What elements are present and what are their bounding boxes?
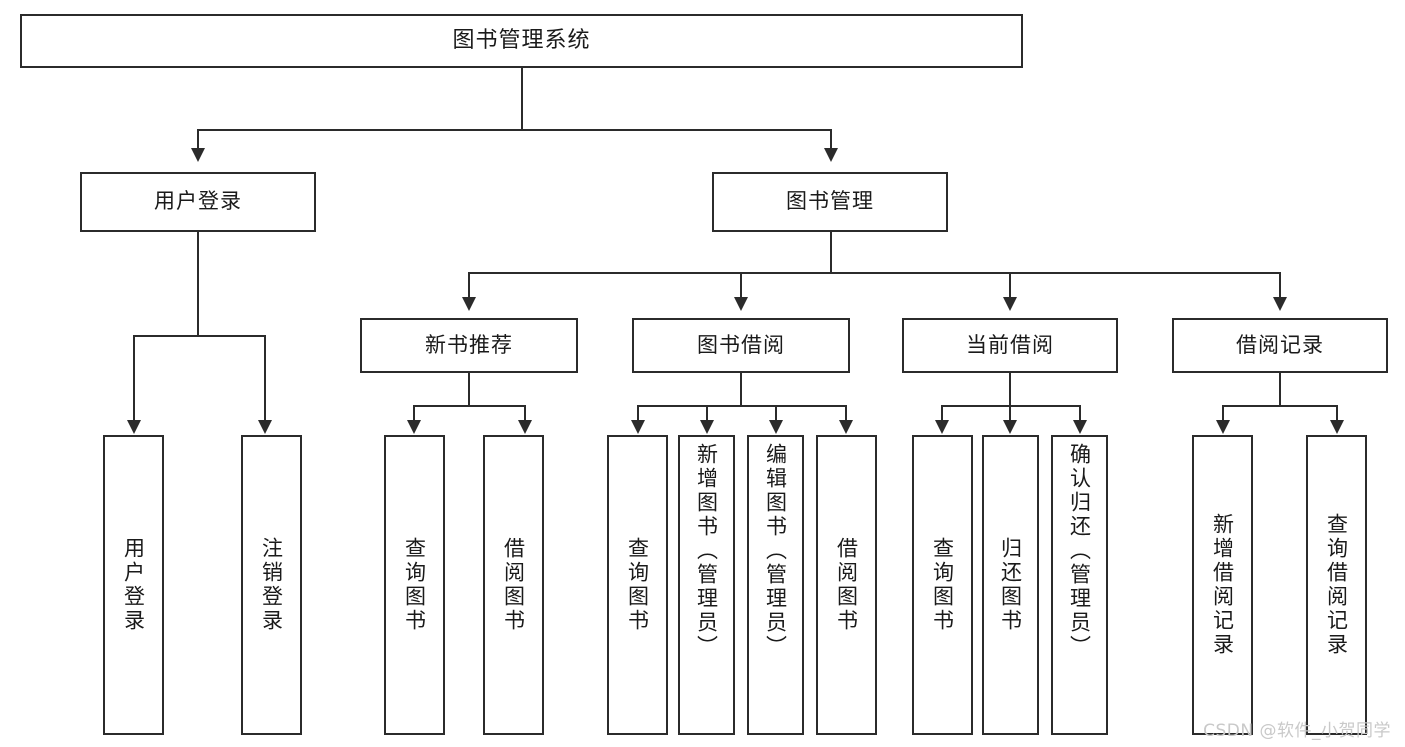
- node-label: 新书推荐: [425, 332, 513, 357]
- connector-bookmgmt-to-borrow: [740, 272, 742, 298]
- node-label: 归还图书: [998, 537, 1023, 633]
- connector-current-bar: [941, 405, 1081, 407]
- arrow-bookmgmt-to-record: [1273, 297, 1287, 311]
- connector-newbook-to-leaf2: [524, 405, 526, 421]
- arrow-bookmgmt-to-borrow: [734, 297, 748, 311]
- connector-current-to-leaf3: [1079, 405, 1081, 421]
- node-label: 编辑图书（管理员）: [763, 443, 788, 659]
- leaf-user-login[interactable]: 用户登录: [103, 435, 164, 735]
- connector-borrow-to-leaf4: [845, 405, 847, 421]
- connector-root-stem: [521, 68, 523, 130]
- node-label: 借阅图书: [501, 537, 526, 633]
- connector-record-to-leaf2: [1336, 405, 1338, 421]
- node-current-borrow[interactable]: 当前借阅: [902, 318, 1118, 373]
- arrow-bookmgmt-to-newbook: [462, 297, 476, 311]
- connector-record-bar: [1222, 405, 1337, 407]
- node-book-borrow[interactable]: 图书借阅: [632, 318, 850, 373]
- connector-login-to-leaf2: [264, 335, 266, 421]
- node-new-book-recommend[interactable]: 新书推荐: [360, 318, 578, 373]
- connector-bookmgmt-to-current: [1009, 272, 1011, 298]
- arrow-newbook-to-leaf1: [407, 420, 421, 434]
- arrow-record-to-leaf2: [1330, 420, 1344, 434]
- connector-newbook-to-leaf1: [413, 405, 415, 421]
- arrow-login-to-leaf2: [258, 420, 272, 434]
- node-label: 图书管理: [786, 189, 874, 214]
- node-label: 确认归还（管理员）: [1067, 443, 1092, 659]
- leaf-borrow-book-borrow[interactable]: 借阅图书: [816, 435, 877, 735]
- arrow-borrow-to-leaf4: [839, 420, 853, 434]
- connector-root-to-bookmgmt: [830, 129, 832, 149]
- arrow-borrow-to-leaf2: [700, 420, 714, 434]
- connector-record-to-leaf1: [1222, 405, 1224, 421]
- connector-root-bar: [197, 129, 832, 131]
- node-label: 查询借阅记录: [1324, 513, 1349, 657]
- leaf-logout[interactable]: 注销登录: [241, 435, 302, 735]
- connector-current-to-leaf1: [941, 405, 943, 421]
- arrow-root-to-login: [191, 148, 205, 162]
- connector-root-to-login: [197, 129, 199, 149]
- node-root-system[interactable]: 图书管理系统: [20, 14, 1023, 68]
- connector-borrow-bar: [637, 405, 847, 407]
- node-user-login[interactable]: 用户登录: [80, 172, 316, 232]
- leaf-confirm-return-admin[interactable]: 确认归还（管理员）: [1051, 435, 1108, 735]
- arrow-borrow-to-leaf3: [769, 420, 783, 434]
- arrow-borrow-to-leaf1: [631, 420, 645, 434]
- connector-bookmgmt-bar: [468, 272, 1281, 274]
- watermark-text: CSDN @软件_小贺同学: [1203, 721, 1391, 741]
- connector-borrow-to-leaf2: [706, 405, 708, 421]
- connector-record-stem: [1279, 373, 1281, 406]
- node-label: 借阅图书: [834, 537, 859, 633]
- leaf-query-book-borrow[interactable]: 查询图书: [607, 435, 668, 735]
- connector-bookmgmt-to-newbook: [468, 272, 470, 298]
- arrow-root-to-bookmgmt: [824, 148, 838, 162]
- leaf-edit-book-admin[interactable]: 编辑图书（管理员）: [747, 435, 804, 735]
- arrow-newbook-to-leaf2: [518, 420, 532, 434]
- node-label: 用户登录: [154, 189, 242, 214]
- node-label: 当前借阅: [966, 332, 1054, 357]
- leaf-borrow-book-newbook[interactable]: 借阅图书: [483, 435, 544, 735]
- connector-bookmgmt-stem: [830, 232, 832, 273]
- arrow-record-to-leaf1: [1216, 420, 1230, 434]
- connector-current-to-leaf2: [1009, 405, 1011, 421]
- leaf-add-borrow-record[interactable]: 新增借阅记录: [1192, 435, 1253, 735]
- connector-borrow-to-leaf1: [637, 405, 639, 421]
- connector-bookmgmt-to-record: [1279, 272, 1281, 298]
- connector-newbook-bar: [413, 405, 525, 407]
- node-label: 注销登录: [259, 537, 284, 633]
- connector-newbook-stem: [468, 373, 470, 406]
- connector-current-stem: [1009, 373, 1011, 406]
- node-label: 查询图书: [930, 537, 955, 633]
- node-borrow-record[interactable]: 借阅记录: [1172, 318, 1388, 373]
- connector-login-bar: [133, 335, 265, 337]
- leaf-query-book-current[interactable]: 查询图书: [912, 435, 973, 735]
- node-label: 借阅记录: [1236, 332, 1324, 357]
- leaf-query-borrow-record[interactable]: 查询借阅记录: [1306, 435, 1367, 735]
- node-label: 图书借阅: [697, 332, 785, 357]
- connector-borrow-stem: [740, 373, 742, 406]
- node-book-management[interactable]: 图书管理: [712, 172, 948, 232]
- arrow-current-to-leaf2: [1003, 420, 1017, 434]
- node-label: 查询图书: [625, 537, 650, 633]
- connector-login-stem: [197, 232, 199, 336]
- arrow-current-to-leaf1: [935, 420, 949, 434]
- leaf-query-book-newbook[interactable]: 查询图书: [384, 435, 445, 735]
- node-label: 用户登录: [121, 537, 146, 633]
- node-label: 新增借阅记录: [1210, 513, 1235, 657]
- arrow-current-to-leaf3: [1073, 420, 1087, 434]
- leaf-add-book-admin[interactable]: 新增图书（管理员）: [678, 435, 735, 735]
- leaf-return-book[interactable]: 归还图书: [982, 435, 1039, 735]
- arrow-bookmgmt-to-current: [1003, 297, 1017, 311]
- arrow-login-to-leaf1: [127, 420, 141, 434]
- node-label: 图书管理系统: [452, 27, 591, 53]
- node-label: 新增图书（管理员）: [694, 443, 719, 659]
- connector-borrow-to-leaf3: [775, 405, 777, 421]
- node-label: 查询图书: [402, 537, 427, 633]
- connector-login-to-leaf1: [133, 335, 135, 421]
